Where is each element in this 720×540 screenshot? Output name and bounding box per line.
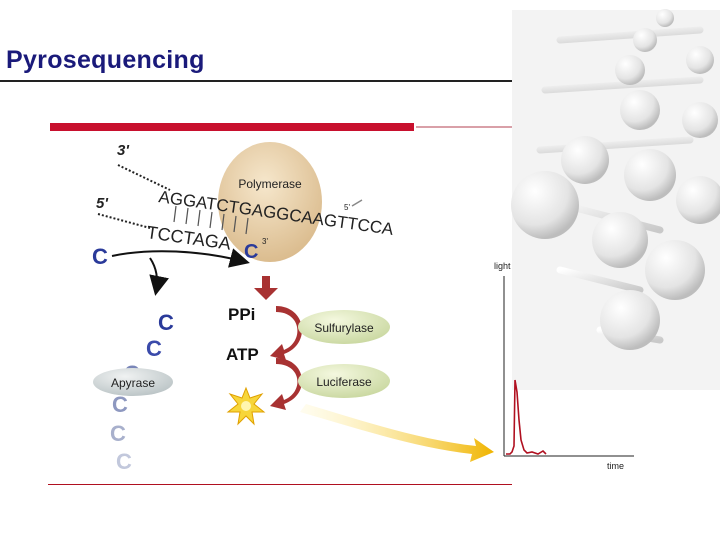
sulfurylase-shape	[298, 310, 390, 344]
strand-5prime-label: 5'	[96, 195, 108, 212]
title-underline	[0, 80, 520, 82]
polymerase-shape	[218, 142, 322, 262]
polymerase-label: Polymerase	[238, 177, 302, 191]
accent-bar	[50, 123, 414, 131]
degraded-nucleotide-1: C	[158, 310, 174, 335]
dna-helix-image	[511, 9, 720, 390]
plot-xlabel: time	[607, 461, 624, 471]
light-time-plot	[503, 276, 634, 457]
nascent-lead-line	[97, 213, 151, 229]
nascent-3prime-end: 3'	[262, 237, 268, 246]
sulfurylase-reaction-arrow	[270, 306, 303, 360]
template-lead-line	[117, 164, 171, 191]
luciferase-reaction-arrow	[270, 358, 303, 410]
luciferase-shape	[298, 364, 390, 398]
plot-ylabel: light	[494, 261, 511, 271]
ppi-release-arrow	[254, 276, 278, 300]
template-5prime-end: 5'	[344, 203, 350, 212]
ppi-label: PPi	[228, 305, 255, 324]
atp-label: ATP	[226, 345, 259, 364]
light-signal-arrow	[300, 404, 494, 462]
light-burst-icon	[226, 386, 266, 426]
apyrase-shape	[93, 368, 173, 396]
apyrase-label: Apyrase	[111, 376, 155, 390]
nascent-sequence: TCCTAGA	[145, 222, 232, 254]
base-pair-ticks	[173, 205, 249, 235]
nascent-added-base: C	[244, 241, 258, 263]
degraded-nucleotide-6: C	[116, 449, 132, 474]
incoming-nucleotide: C	[92, 244, 108, 269]
incorporation-arrow	[111, 248, 250, 268]
accent-bar-thin	[416, 126, 512, 128]
degraded-nucleotide-5: C	[110, 421, 126, 446]
degraded-nucleotide-2: C	[146, 336, 162, 361]
degraded-nucleotide-4: C	[112, 392, 128, 417]
sulfurylase-label: Sulfurylase	[314, 321, 374, 335]
release-arrow	[149, 257, 169, 296]
plot-peak-trace	[506, 379, 547, 455]
luciferase-label: Luciferase	[316, 375, 372, 389]
strand-3prime-label: 3'	[117, 142, 129, 159]
template-tail	[351, 199, 363, 207]
footer-rule	[48, 484, 512, 485]
slide-title: Pyrosequencing	[6, 46, 205, 74]
